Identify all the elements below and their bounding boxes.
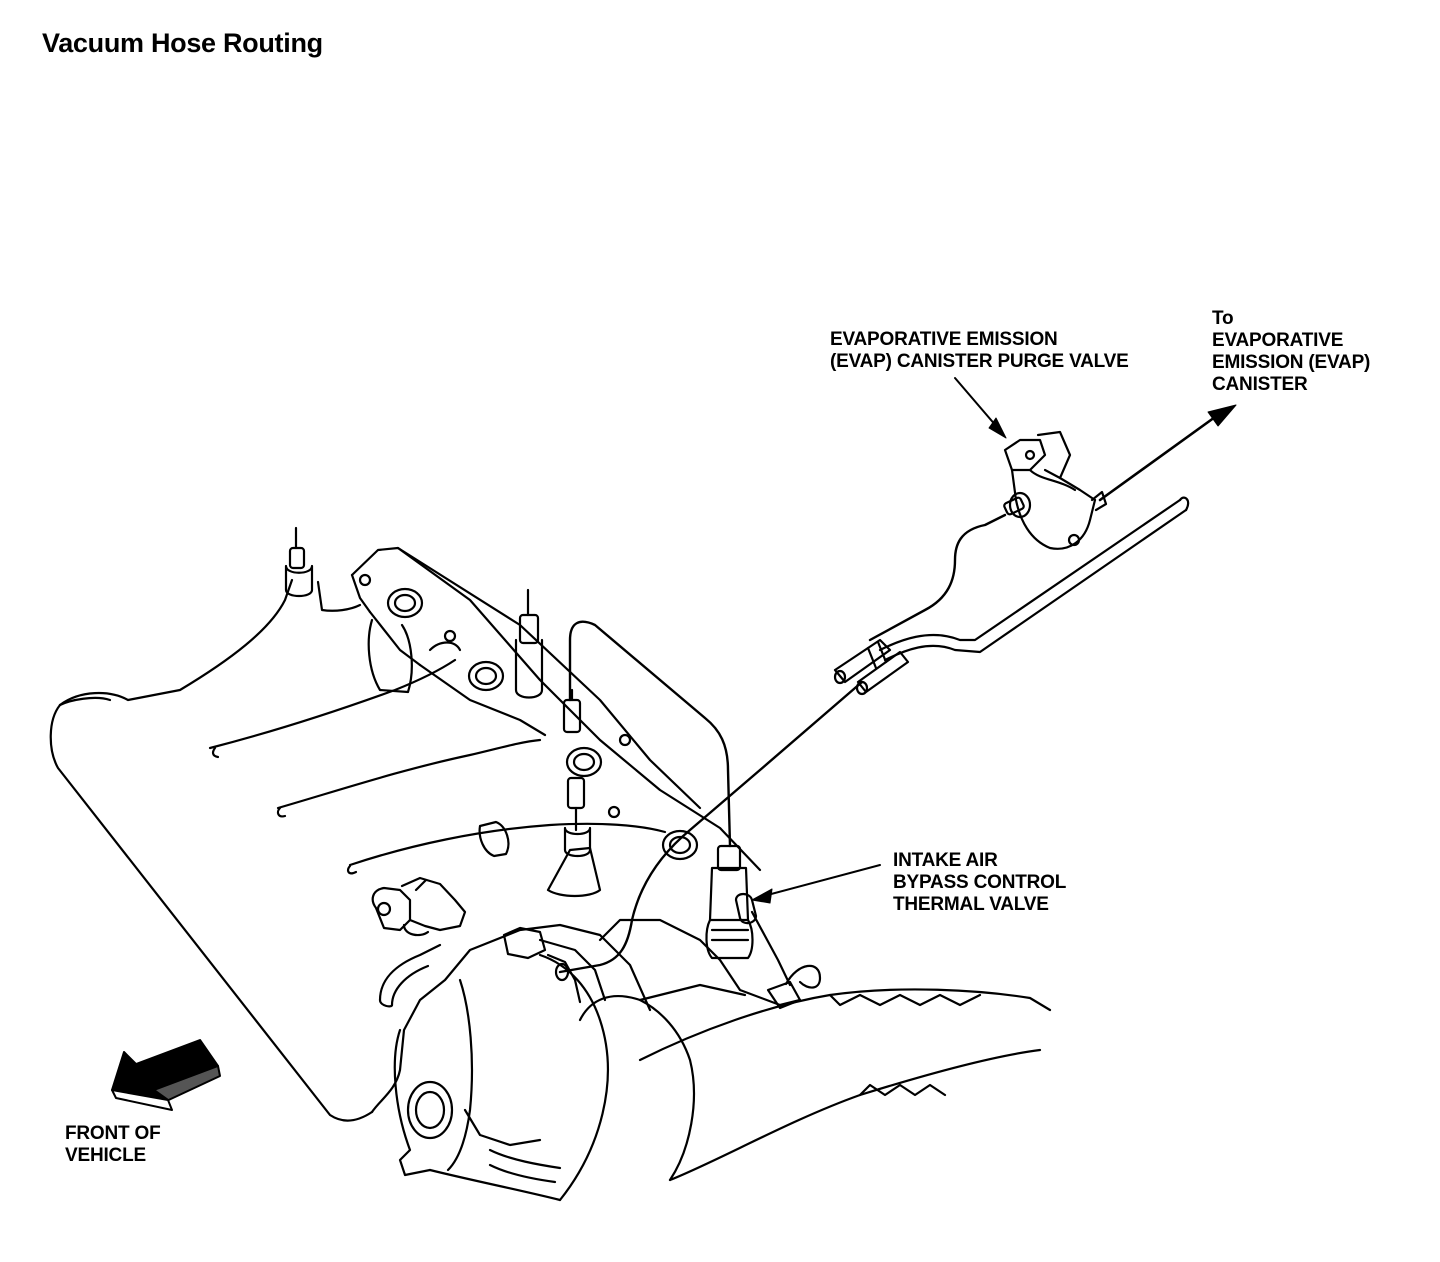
to-evap-canister-label: To EVAPORATIVE EMISSION (EVAP) CANISTER [1212, 308, 1371, 395]
page-title: Vacuum Hose Routing [42, 28, 323, 58]
intake-manifold-icon [51, 528, 760, 1121]
thermal-valve-icon [706, 846, 820, 1008]
front-arrow-icon [111, 1039, 221, 1111]
vacuum-hoses [556, 412, 1222, 980]
evap-purge-valve-icon [1003, 432, 1106, 549]
front-of-vehicle-label: FRONT OF VEHICLE [65, 1123, 161, 1166]
purge-valve-leader-arrow-icon [988, 417, 1007, 439]
thermal-valve-leader-arrow-icon [751, 888, 773, 904]
throttle-body-icon [372, 878, 1050, 1200]
canister-arrow-icon [1207, 404, 1237, 427]
leader-lines [760, 378, 1003, 897]
evap-purge-valve-label: EVAPORATIVE EMISSION (EVAP) CANISTER PUR… [830, 329, 1129, 372]
intake-thermal-valve-label: INTAKE AIR BYPASS CONTROL THERMAL VALVE [893, 850, 1067, 915]
